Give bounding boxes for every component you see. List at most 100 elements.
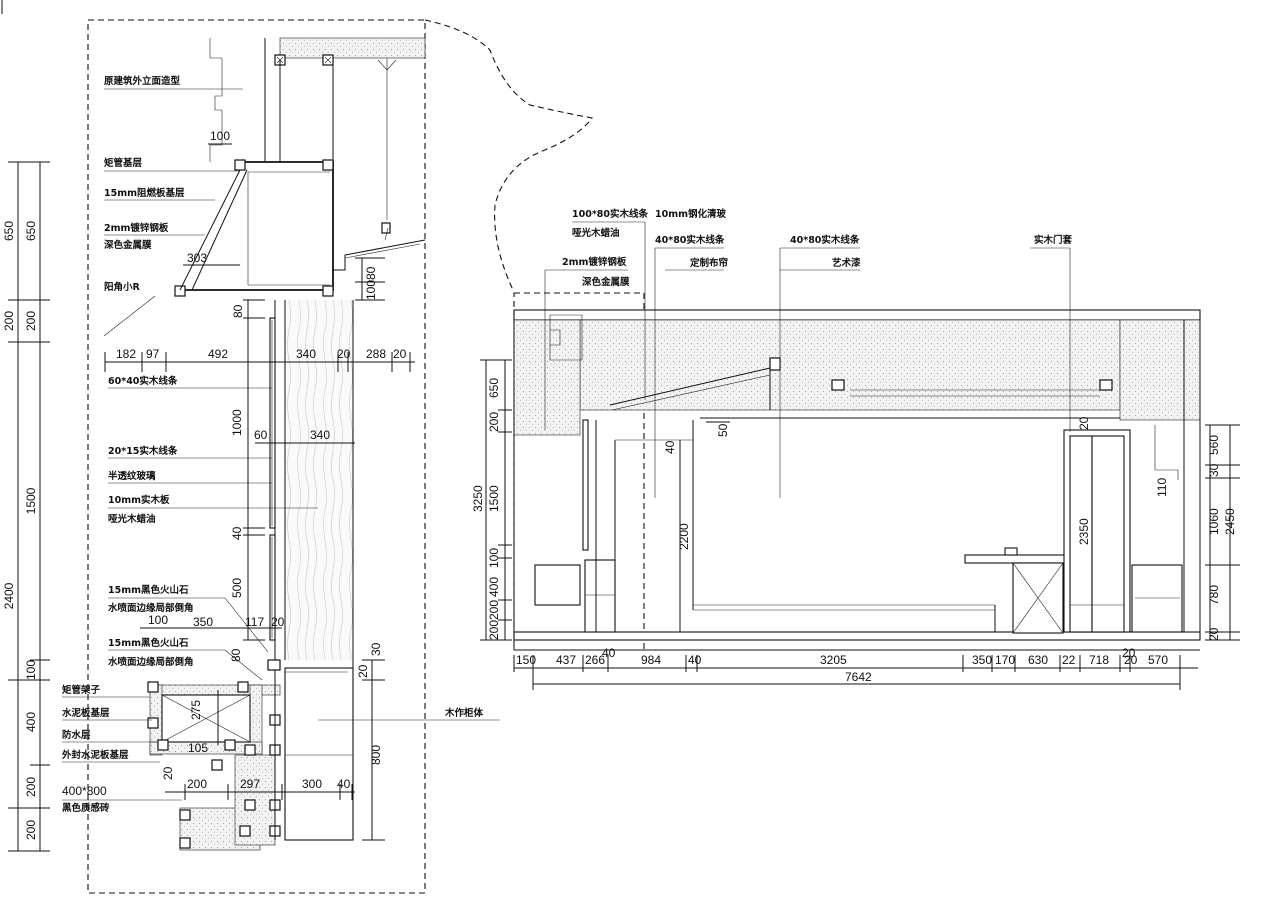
left-notes: 原建筑外立面造型 矩管基层 15mm阻燃板基层 2mm镀锌钢板 深色金属膜 阳角… <box>61 75 500 814</box>
note-r-glass: 10mm钢化清玻 <box>655 208 727 220</box>
dim-300: 300 <box>302 777 322 791</box>
dim-rl-650: 650 <box>487 378 501 398</box>
dim-b-437: 437 <box>556 653 576 667</box>
dim-80-side: 80 <box>364 266 378 280</box>
dim-r-2200: 2200 <box>677 523 691 550</box>
dim-20-c: 20 <box>271 615 285 629</box>
dim-b-266: 266 <box>585 653 605 667</box>
note-r-curtain: 定制布帘 <box>689 257 729 269</box>
left-boundary-dashed <box>87 19 426 894</box>
dim-rl-3250: 3250 <box>471 485 485 512</box>
stone-planter: 275 105 20 200 297 300 40 100 350 117 20… <box>140 613 355 851</box>
dim-200: 200 <box>187 777 207 791</box>
dim-60: 60 <box>254 428 268 442</box>
dim-182: 182 <box>116 347 136 361</box>
dim-288: 288 <box>366 347 386 361</box>
cloud-connector <box>424 19 593 291</box>
note-tube-frame: 矩管架子 <box>61 684 101 696</box>
dim-303: 303 <box>187 251 207 265</box>
dim-340-b: 340 <box>310 428 330 442</box>
note-r-wood-40x80-b: 40*80实木线条 <box>790 234 860 246</box>
dim-b-22: 22 <box>1062 653 1076 667</box>
dim-r-110: 110 <box>1155 478 1169 497</box>
right-bottom-dims: 150 437 266 984 40 3205 350 170 630 22 7… <box>513 646 1198 690</box>
dim-2400: 2400 <box>2 582 16 609</box>
dim-80-a: 80 <box>231 304 245 318</box>
dim-30: 30 <box>369 642 383 656</box>
note-waterproof: 防水层 <box>62 729 91 741</box>
note-wood-cabinet: 木作柜体 <box>444 707 484 719</box>
dim-100-b: 100 <box>148 613 168 627</box>
dim-1500: 1500 <box>24 487 38 514</box>
dim-650-inner: 650 <box>24 221 38 241</box>
dim-80-b: 80 <box>229 648 243 662</box>
dim-200-a: 200 <box>24 777 38 797</box>
dim-b-718: 718 <box>1089 653 1109 667</box>
dim-350: 350 <box>193 615 213 629</box>
note-r-wood-40x80-a: 40*80实木线条 <box>655 234 725 246</box>
dim-rr-780: 780 <box>1207 585 1221 605</box>
wood-cabinet <box>284 667 354 841</box>
note-tube-base: 矩管基层 <box>103 157 143 169</box>
note-r-steel: 2mm镀锌钢板 <box>562 256 627 268</box>
note-stone-2: 15mm黑色火山石 <box>108 637 189 649</box>
dim-b-3205: 3205 <box>820 653 847 667</box>
right-elevation-section: 40 50 2200 2350 20 110 650 200 1500 3250… <box>471 208 1240 690</box>
left-vertical-dim-chain: 650 650 200 200 1500 2400 100 400 200 20… <box>2 161 50 852</box>
dim-200-b: 200 <box>24 820 38 840</box>
dim-rr-560: 560 <box>1207 435 1221 455</box>
note-corner-r: 阳角小R <box>104 281 141 293</box>
right-notes: 100*80实木线条 哑光木蜡油 10mm钢化清玻 40*80实木线条 定制布帘… <box>544 208 1073 498</box>
dim-400: 400 <box>24 712 38 732</box>
dim-b-20: 20 <box>1124 653 1138 667</box>
note-r-art-paint: 艺术漆 <box>832 257 861 269</box>
dim-40-b: 40 <box>337 777 351 791</box>
note-stone-1: 15mm黑色火山石 <box>108 584 189 596</box>
dim-b-350: 350 <box>972 653 992 667</box>
dim-40: 40 <box>230 526 244 540</box>
dim-800: 800 <box>369 745 383 765</box>
dim-200-outer: 200 <box>2 311 16 331</box>
note-wood-line-60x40: 60*40实木线条 <box>108 375 178 387</box>
dim-b-150: 150 <box>516 653 536 667</box>
dim-340-a: 340 <box>296 347 316 361</box>
dim-bt-40: 40 <box>602 646 616 660</box>
dim-100: 100 <box>24 660 38 680</box>
facade-structure: 100 303 100 80 <box>174 37 426 301</box>
dim-297: 297 <box>240 777 260 791</box>
dim-105: 105 <box>188 741 208 755</box>
note-wood-board: 10mm实木板 <box>108 494 170 506</box>
dim-b-984: 984 <box>641 653 661 667</box>
dim-b-630: 630 <box>1028 653 1048 667</box>
note-steel-plate: 2mm镀锌钢板 <box>104 222 169 234</box>
dim-rl-1500: 1500 <box>487 485 501 512</box>
dim-rr-1060: 1060 <box>1207 508 1221 535</box>
dim-20-d: 20 <box>356 664 370 678</box>
dim-rl-200: 200 <box>487 412 501 432</box>
dim-20-e: 20 <box>161 766 175 780</box>
note-stone-1-edge: 水喷面边缘局部倒角 <box>108 602 194 614</box>
dim-100-top: 100 <box>210 129 230 143</box>
dim-rr-20: 20 <box>1207 627 1221 641</box>
note-stone-2-edge: 水喷面边缘局部倒角 <box>108 656 194 668</box>
right-right-vertical-dims: 560 30 1060 2450 780 20 <box>1205 424 1240 641</box>
dim-r-20: 20 <box>1077 416 1091 430</box>
note-tile-name: 黑色质感砖 <box>62 802 110 814</box>
right-left-vertical-dims: 650 200 1500 3250 100 400 200 200 <box>471 359 512 641</box>
dim-bt-20: 20 <box>1122 646 1136 660</box>
dim-117: 117 <box>245 615 264 629</box>
dim-100-side: 100 <box>364 280 378 300</box>
left-detail-section: 650 650 200 200 1500 2400 100 400 200 20… <box>2 19 593 894</box>
note-r-metal-film: 深色金属膜 <box>582 276 630 288</box>
dim-rl-100: 100 <box>487 548 501 568</box>
dim-b-40: 40 <box>688 653 702 667</box>
note-metal-film: 深色金属膜 <box>104 239 152 251</box>
note-facade: 原建筑外立面造型 <box>104 75 181 87</box>
note-outer-cement: 外封水泥板基层 <box>61 749 129 761</box>
dim-b-total: 7642 <box>845 670 872 684</box>
dim-r-2350: 2350 <box>1077 518 1091 545</box>
dim-500: 500 <box>230 578 244 598</box>
note-tile-size: 400*800 <box>62 784 107 798</box>
dim-97: 97 <box>146 347 160 361</box>
